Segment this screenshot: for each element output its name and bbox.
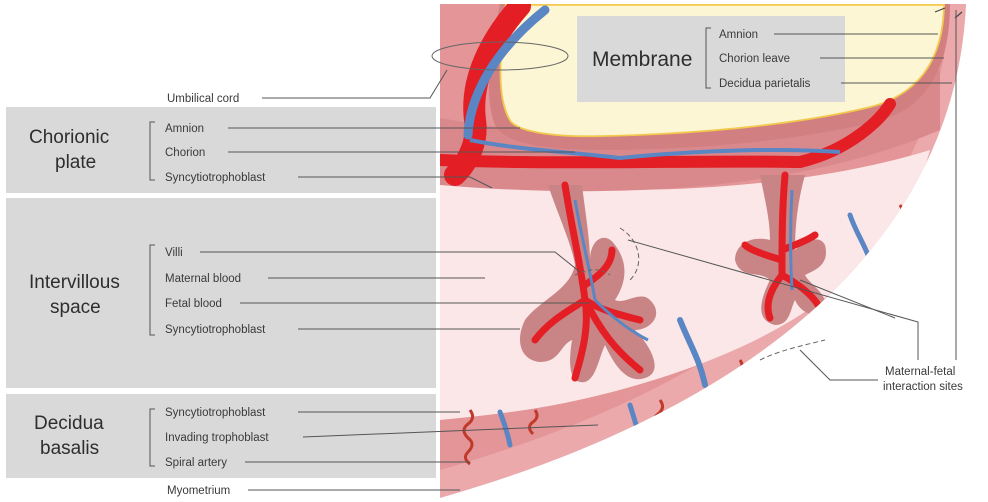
intervillous-label-fetal-blood: Fetal blood: [165, 298, 222, 310]
decidua-label-invading-trophoblast: Invading trophoblast: [165, 432, 269, 444]
decidua-basalis-title-line2: basalis: [40, 438, 99, 459]
chorionic-label-chorion: Chorion: [165, 147, 205, 159]
chorionic-label-amnion: Amnion: [165, 123, 204, 135]
intervillous-label-syncytiotrophoblast: Syncytiotrophoblast: [165, 324, 266, 336]
leader-interaction-sites-3: [800, 350, 878, 380]
intervillous-label-villi: Villi: [165, 247, 183, 259]
membrane-label-chorion-leave: Chorion leave: [719, 53, 790, 65]
chorionic-plate-title-line1: Chorionic: [29, 127, 109, 148]
leader-umbilical-cord: [262, 70, 447, 98]
label-myometrium: Myometrium: [167, 485, 230, 497]
intervillous-title-line1: Intervillous: [29, 272, 120, 293]
membrane-title: Membrane: [592, 48, 692, 71]
label-interaction-sites-line1: Maternal-fetal: [885, 366, 955, 378]
decidua-basalis-title-line1: Decidua: [34, 413, 104, 434]
intervillous-space-panel: [6, 198, 436, 388]
membrane-label-amnion: Amnion: [719, 29, 758, 41]
intervillous-label-maternal-blood: Maternal blood: [165, 273, 241, 285]
decidua-label-syncytiotrophoblast: Syncytiotrophoblast: [165, 407, 266, 419]
decidua-label-spiral-artery: Spiral artery: [165, 457, 227, 469]
villus-right-vein: [791, 190, 793, 290]
label-interaction-sites-line2: interaction sites: [883, 381, 963, 393]
label-umbilical-cord: Umbilical cord: [167, 93, 239, 105]
intervillous-title-line2: space: [50, 297, 101, 318]
chorionic-label-syncytiotrophoblast: Syncytiotrophoblast: [165, 172, 266, 184]
chorionic-plate-title-line2: plate: [55, 152, 96, 173]
membrane-label-decidua-parietalis: Decidua parietalis: [719, 78, 811, 90]
